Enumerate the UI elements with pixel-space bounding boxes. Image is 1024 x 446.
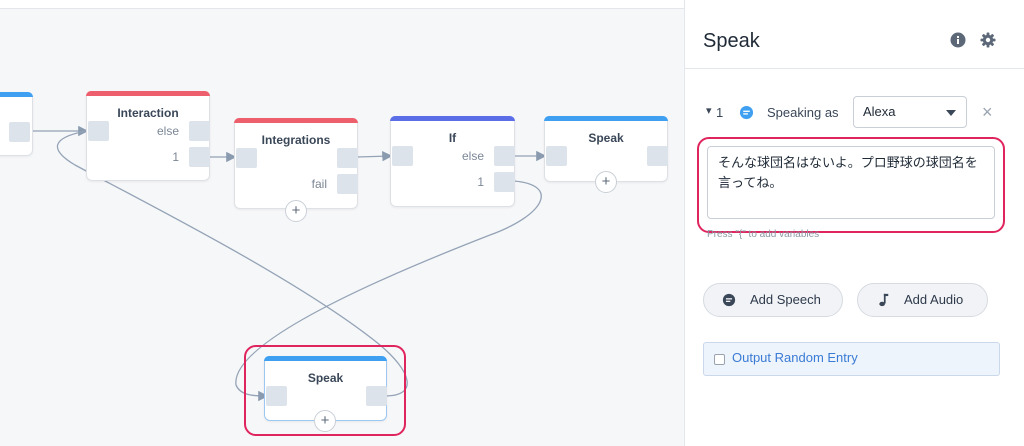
output-port-else[interactable] [494,146,515,166]
node-color-bar [264,356,387,361]
node-title: Speak [588,131,624,145]
add-step-button[interactable]: + [285,200,307,222]
output-port[interactable] [647,146,668,166]
input-port[interactable] [266,386,287,406]
speech-text-highlight [697,137,1005,233]
flow-node-speak[interactable]: Speak + [544,116,668,193]
collapse-toggle-icon[interactable]: ▾ [706,105,712,117]
flow-node-interaction[interactable]: Interaction else 1 [86,91,210,181]
node-title: If [448,131,457,145]
output-port-1[interactable] [494,172,515,192]
entry-index: 1 [716,105,724,120]
port-label-fail: fail [311,177,327,191]
speech-bubble-icon [722,293,736,307]
remove-entry-button[interactable]: × [982,102,993,122]
node-color-bar [544,116,668,121]
flow-node-speak-selected[interactable]: Speak + [264,356,387,432]
add-speech-button[interactable]: Add Speech [703,283,843,317]
panel-title: Speak [703,30,760,52]
node-color-bar [234,118,358,123]
link-integrations-to-if [356,151,393,162]
input-port[interactable] [88,121,109,141]
add-step-button[interactable]: + [595,171,617,193]
add-speech-label: Add Speech [750,292,821,307]
speech-bubble-icon [739,105,754,120]
speech-text-input[interactable]: そんな球団名はないよ。プロ野球の球団名を言ってね。 [707,146,995,219]
gear-icon[interactable] [980,32,996,48]
add-audio-button[interactable]: Add Audio [857,283,988,317]
voice-select[interactable]: Alexa [853,96,967,128]
voice-select-value: Alexa [863,104,896,119]
canvas-top-border [0,0,684,9]
node-color-bar [0,92,33,97]
flow-node-start[interactable] [0,92,33,156]
port-label-else: else [156,124,179,138]
output-random-checkbox[interactable] [714,354,725,365]
properties-panel: Speak ▾ 1 Speaking as Alexa × そんな球団名はない [684,0,1024,446]
node-title: Integrations [261,133,331,147]
output-port-1[interactable] [189,147,210,167]
link-if-1-to-bottom-speak [235,180,542,402]
output-port[interactable] [9,122,30,142]
chevron-down-icon [946,110,956,116]
port-label-1: 1 [477,175,484,189]
add-step-button[interactable]: + [314,410,336,432]
port-label-1: 1 [172,150,179,164]
node-title: Speak [307,371,344,385]
input-port[interactable] [236,148,257,168]
output-random-label: Output Random Entry [732,350,858,365]
flow-canvas[interactable]: Interaction else 1 Integrations fail + I… [0,0,684,446]
add-audio-label: Add Audio [904,292,964,307]
music-note-icon [879,293,889,307]
output-port-fail[interactable] [337,174,358,194]
output-port-success[interactable] [337,148,358,168]
output-random-entry-row[interactable]: Output Random Entry [703,342,1000,376]
flow-node-integrations[interactable]: Integrations fail + [234,118,358,222]
speaking-as-label: Speaking as [767,105,839,120]
node-color-bar [86,91,210,96]
port-label-else: else [461,149,484,163]
input-port[interactable] [392,146,413,166]
node-title: Interaction [117,106,179,120]
info-icon[interactable] [950,32,966,48]
panel-header: Speak [685,0,1024,69]
output-port-else[interactable] [189,121,210,141]
variables-hint: Press "{" to add variables [707,229,820,240]
input-port[interactable] [546,146,567,166]
selected-node-highlight [244,345,406,436]
flow-node-if[interactable]: If else 1 [390,116,515,207]
output-port[interactable] [366,386,387,406]
node-color-bar [390,116,515,121]
